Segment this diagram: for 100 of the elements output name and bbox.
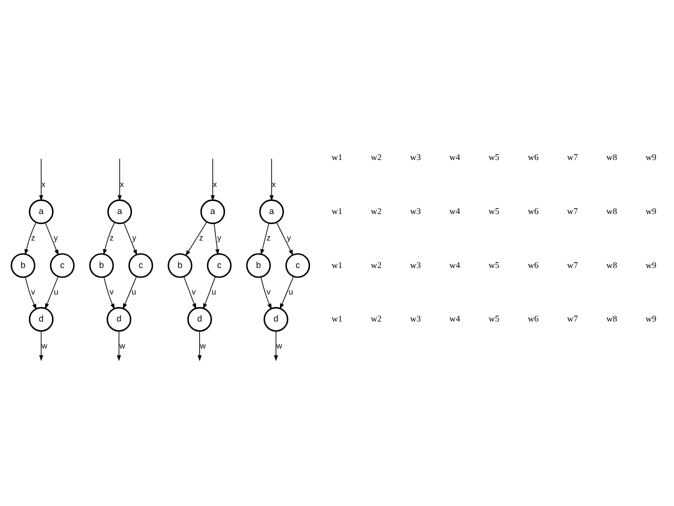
- node-circle: a: [107, 199, 132, 224]
- arrow: [104, 276, 115, 310]
- arrow: [116, 330, 121, 362]
- edge-label: v: [110, 287, 114, 296]
- edge-label: z: [110, 234, 114, 243]
- label: w9: [646, 314, 656, 324]
- label: w2: [370, 206, 382, 216]
- label: w1: [332, 206, 342, 216]
- label: w5: [488, 206, 500, 216]
- edge-label: z: [31, 234, 36, 243]
- label: w8: [606, 314, 618, 324]
- label: w6: [528, 206, 539, 216]
- edge-label: v: [31, 287, 36, 296]
- arrow: [274, 330, 278, 362]
- node-circle: d: [28, 306, 54, 332]
- node-circle: d: [106, 306, 132, 332]
- edge-label: w: [200, 341, 206, 350]
- arrow: [185, 222, 208, 256]
- arrow: [184, 276, 196, 310]
- label: w3: [410, 206, 421, 216]
- arrow: [118, 158, 122, 202]
- arrow: [276, 222, 294, 256]
- edge-label: v: [192, 287, 196, 296]
- edge-label: y: [287, 234, 292, 243]
- label: w4: [449, 206, 460, 216]
- label: w9: [646, 206, 656, 216]
- edge-label: u: [212, 287, 216, 296]
- arrow: [39, 330, 44, 362]
- label: w7: [567, 152, 578, 162]
- node-circle: b: [246, 253, 271, 278]
- label: w6: [528, 260, 539, 270]
- arrow: [210, 158, 215, 202]
- node-circle: b: [168, 253, 192, 278]
- node-circle: c: [50, 253, 75, 278]
- arrow: [260, 276, 272, 310]
- label: w8: [606, 152, 618, 162]
- label: w7: [567, 206, 578, 216]
- label: w8: [606, 206, 618, 216]
- node-circle: d: [187, 306, 212, 332]
- label: w7: [567, 314, 578, 324]
- edge-label: y: [132, 234, 136, 243]
- node-circle: c: [128, 253, 154, 278]
- node-circle: b: [89, 253, 114, 278]
- arrow: [103, 222, 115, 256]
- arrow: [198, 330, 202, 362]
- arrow: [25, 276, 37, 310]
- label: w1: [332, 260, 342, 270]
- label: w3: [410, 152, 421, 162]
- node-circle: d: [264, 306, 288, 332]
- label: w2: [370, 314, 382, 324]
- arrow: [123, 222, 137, 256]
- node-circle: c: [206, 253, 232, 278]
- edge-label: u: [54, 287, 58, 296]
- edge-label: w: [42, 341, 48, 350]
- edge-label: z: [199, 234, 204, 243]
- edge-label: z: [266, 234, 271, 243]
- label: w5: [488, 260, 500, 270]
- arrow: [270, 158, 274, 202]
- arrow: [260, 222, 270, 256]
- label: w4: [449, 152, 460, 162]
- arrow: [203, 276, 216, 310]
- arrow: [214, 222, 220, 256]
- node-circle: a: [259, 199, 284, 224]
- label: w9: [646, 260, 656, 270]
- label: w6: [528, 314, 539, 324]
- edge-label: w: [119, 341, 126, 350]
- label: w1: [332, 314, 342, 324]
- arrow: [39, 158, 44, 202]
- arrow: [44, 222, 59, 256]
- arrow: [24, 222, 36, 256]
- node-circle: c: [285, 253, 310, 278]
- label: w5: [488, 152, 500, 162]
- edge-label: x: [212, 180, 217, 189]
- label: w4: [449, 314, 460, 324]
- edge-label: y: [54, 234, 58, 243]
- arrow: [122, 276, 137, 310]
- edge-label: w: [276, 341, 282, 350]
- edge-label: x: [120, 180, 124, 189]
- edge-label: x: [272, 180, 276, 189]
- label: w3: [410, 314, 421, 324]
- label: w4: [449, 260, 460, 270]
- arrow: [280, 276, 294, 310]
- label: w7: [567, 260, 578, 270]
- label: w3: [410, 260, 421, 270]
- label: w2: [370, 260, 382, 270]
- arrow: [44, 276, 58, 310]
- label: w2: [370, 152, 382, 162]
- edge-label: y: [217, 234, 222, 243]
- edge-label: x: [41, 180, 46, 189]
- edge-label: u: [132, 287, 136, 296]
- label: w9: [646, 152, 656, 162]
- node-circle: b: [10, 253, 36, 278]
- edge-label: v: [266, 287, 271, 296]
- node-circle: a: [200, 199, 226, 224]
- label: w5: [488, 314, 500, 324]
- label: w8: [606, 260, 618, 270]
- edge-label: u: [288, 287, 294, 296]
- label: w1: [332, 152, 342, 162]
- label: w6: [528, 152, 539, 162]
- node-circle: a: [28, 199, 54, 224]
